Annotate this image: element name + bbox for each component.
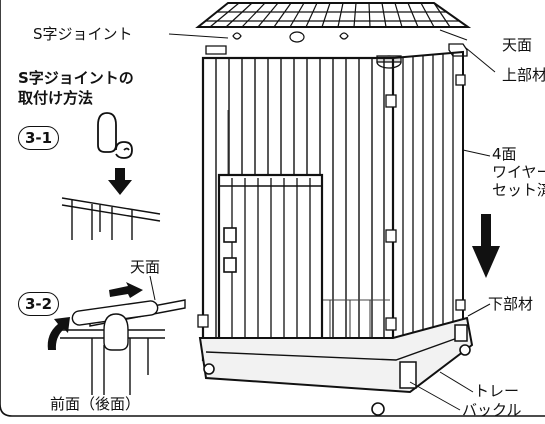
step1-bars (61, 197, 161, 240)
step2-top-leader (149, 275, 156, 301)
tray (198, 316, 474, 394)
lower-frame-label: 下部材 (488, 295, 534, 313)
buckle-label: バックル (462, 401, 522, 419)
howto-title-line2: 取付け方法 (18, 89, 94, 107)
step2-top-face-label: 天面 (130, 258, 161, 276)
rotate-arrow-icon (47, 317, 70, 350)
top-face-grid (195, 1, 472, 28)
down-arrow-icon (472, 214, 500, 278)
s-joint-icon (97, 112, 133, 159)
step2-assembly (60, 299, 186, 395)
front-back-label: 前面（後面） (50, 395, 141, 413)
step1-badge: 3-1 (18, 126, 60, 150)
step1-down-arrow-icon (108, 168, 132, 195)
leader-lines (409, 29, 496, 411)
step2-badge: 3-2 (18, 292, 60, 316)
wire-title-line2: ワイヤー (492, 163, 545, 181)
top-face-label: 天面 (502, 36, 533, 54)
upper-frame-label: 上部材 (502, 66, 545, 84)
s-joint-label: S字ジョイント (33, 25, 133, 43)
wire-title-line3: セット済 (492, 181, 545, 199)
tray-label: トレー (474, 382, 520, 400)
wire-title-line1: 4面 (492, 145, 517, 163)
step2-left-arrow-icon (109, 282, 143, 298)
s-joint-leader (168, 33, 229, 39)
casters (203, 344, 471, 416)
cage-body (197, 50, 466, 362)
howto-title-line1: S字ジョイントの (18, 69, 134, 87)
s-joint-parts (232, 31, 349, 43)
